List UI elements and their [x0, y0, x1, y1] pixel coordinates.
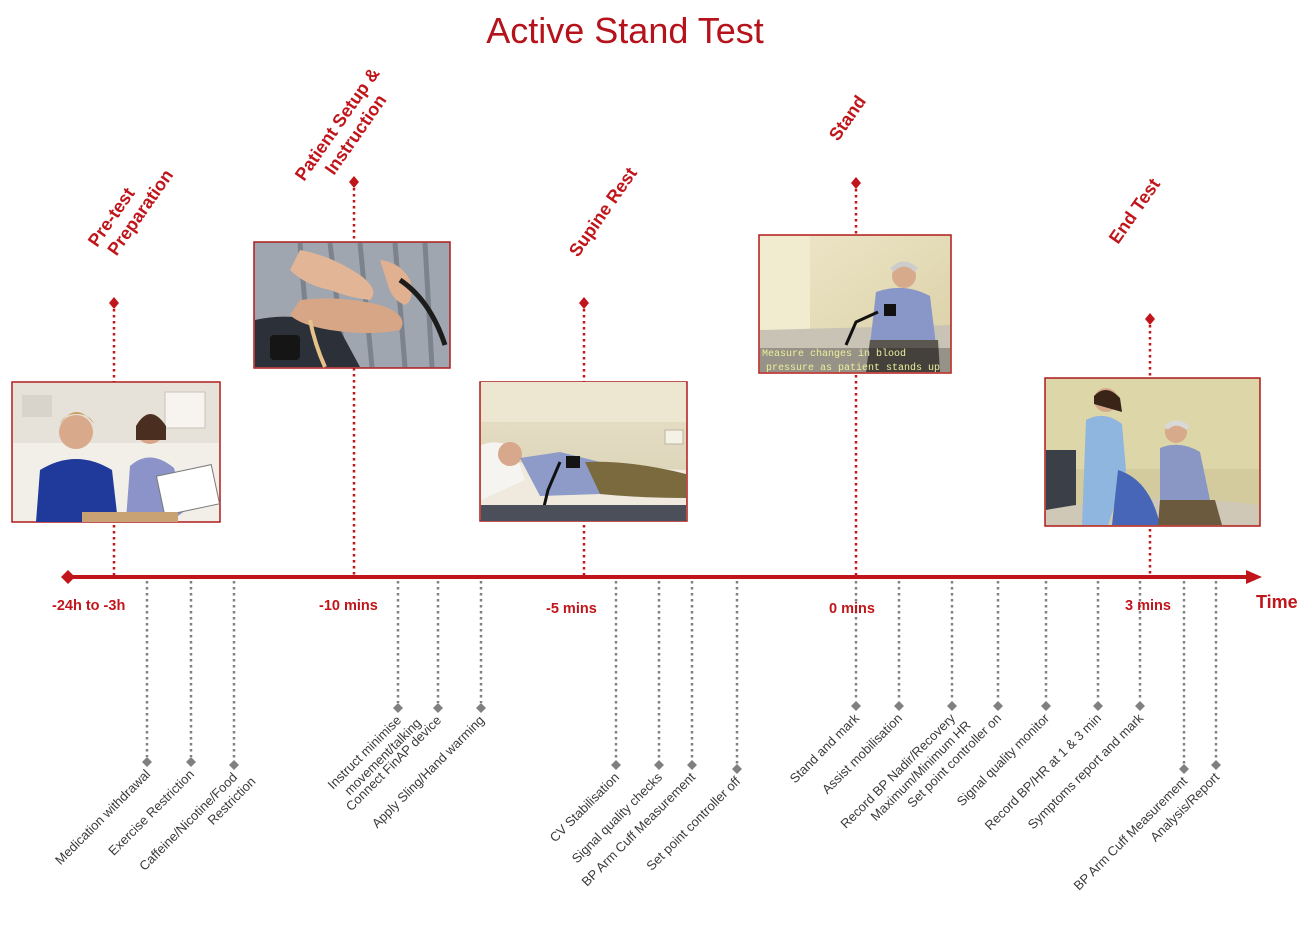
phase-label-pretest: Pre-test Preparation	[84, 154, 177, 263]
phase-label-supine: Supine Rest	[565, 164, 641, 261]
step-marker	[1135, 701, 1145, 711]
step-label: Caffeine/Nicotine/FoodRestriction	[136, 762, 258, 884]
step-marker	[732, 764, 742, 774]
step-marker	[1179, 764, 1189, 774]
step-marker	[393, 703, 403, 713]
phase-marker-setup	[349, 176, 359, 188]
stand-caption-line-1: Measure changes in blood	[762, 348, 906, 360]
step-marker	[894, 701, 904, 711]
axis-arrowhead	[1246, 570, 1262, 584]
photo-patient-standing: Measure changes in blood pressure as pat…	[758, 234, 952, 374]
step-marker	[654, 760, 664, 770]
step-marker	[993, 701, 1003, 711]
photo-hands-finger-cuff	[253, 241, 451, 369]
phase-label-stand: Stand	[825, 92, 870, 144]
phase-marker-endtest	[1145, 313, 1155, 325]
step-marker	[142, 757, 152, 767]
step-marker	[433, 703, 443, 713]
axis-label-time: Time	[1256, 592, 1298, 612]
time-axis: Time	[61, 570, 1298, 612]
step-marker	[947, 701, 957, 711]
axis-start-diamond	[61, 570, 75, 584]
time-label-setup: -10 mins	[319, 598, 378, 614]
time-labels: -24h to -3h -10 mins -5 mins 0 mins 3 mi…	[52, 598, 1171, 617]
time-label-pretest: -24h to -3h	[52, 598, 125, 614]
stand-caption-line-2: pressure as patient stands up	[766, 362, 940, 374]
diagram-title: Active Stand Test	[486, 10, 764, 51]
time-label-endtest: 3 mins	[1125, 598, 1171, 614]
step-marker	[476, 703, 486, 713]
step-marker	[186, 757, 196, 767]
photo-nurse-with-patient	[1044, 377, 1261, 527]
phase-label-endtest: End Test	[1105, 175, 1164, 248]
step-label: Exercise Restriction	[105, 767, 197, 859]
step-marker	[687, 760, 697, 770]
time-label-stand: 0 mins	[829, 601, 875, 617]
step-marker	[611, 760, 621, 770]
photo-patient-lying	[479, 381, 688, 522]
step-marker	[1041, 701, 1051, 711]
step-marker	[1211, 760, 1221, 770]
step-marker	[1093, 701, 1103, 711]
time-label-supine: -5 mins	[546, 601, 597, 617]
step-marker	[851, 701, 861, 711]
phase-labels: Pre-test Preparation Patient Setup & Ins…	[84, 60, 1164, 263]
step-label: Record BP Nadir/RecoveryMaximum/Minimum …	[837, 706, 973, 842]
phase-marker-stand	[851, 177, 861, 189]
step-marker	[229, 760, 239, 770]
step-label: BP Arm Cuff Measurement	[1071, 773, 1191, 893]
phase-label-setup: Patient Setup & Instruction	[291, 60, 404, 197]
step-connectors	[142, 581, 1221, 774]
phase-marker-pretest	[109, 297, 119, 309]
photo-consultation	[11, 381, 221, 523]
step-label: Set point controller off	[643, 773, 743, 873]
phase-marker-supine	[579, 297, 589, 309]
